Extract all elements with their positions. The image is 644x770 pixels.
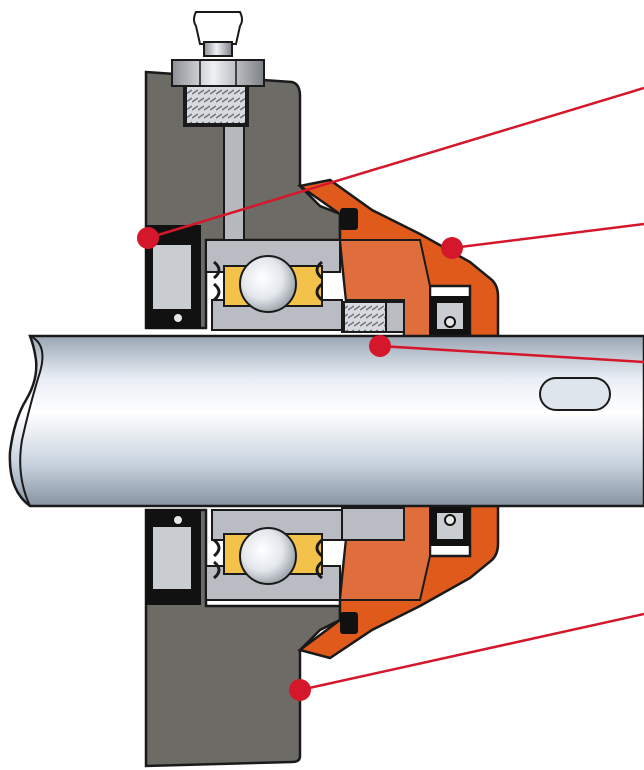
shaft-body	[8, 334, 644, 508]
seal-spring-icon	[172, 312, 184, 324]
callout-line-1	[147, 86, 644, 240]
bearing-ball	[239, 255, 297, 313]
nipple-thread	[185, 85, 247, 125]
grease-nipple	[171, 11, 265, 125]
o-ring	[340, 612, 358, 634]
callout-dot-4[interactable]	[289, 679, 311, 701]
callout-dot-2[interactable]	[441, 237, 463, 259]
callout-line-3	[379, 344, 644, 364]
shaft	[8, 334, 644, 508]
right-lip-seal	[430, 296, 470, 546]
keyway	[539, 377, 611, 411]
nipple-hex	[171, 59, 265, 87]
seal-spring-icon	[444, 514, 456, 526]
lubrication-channel	[223, 117, 245, 241]
callout-dot-3[interactable]	[369, 335, 391, 357]
callouts	[137, 86, 644, 701]
left-lip-seal	[145, 225, 201, 605]
locking-sleeve	[341, 301, 405, 541]
callout-dot-1[interactable]	[137, 227, 159, 249]
bearing-ball	[239, 527, 297, 585]
set-screw	[343, 301, 387, 333]
callout-line-4	[299, 612, 644, 692]
o-ring	[340, 208, 358, 230]
nipple-neck	[203, 41, 233, 57]
seal-spring-icon	[172, 514, 184, 526]
seal-spring-icon	[444, 316, 456, 328]
callout-line-2	[451, 222, 644, 250]
shaft-end-face	[19, 335, 44, 507]
nipple-cap	[193, 11, 243, 45]
ball-bearing	[205, 239, 343, 601]
